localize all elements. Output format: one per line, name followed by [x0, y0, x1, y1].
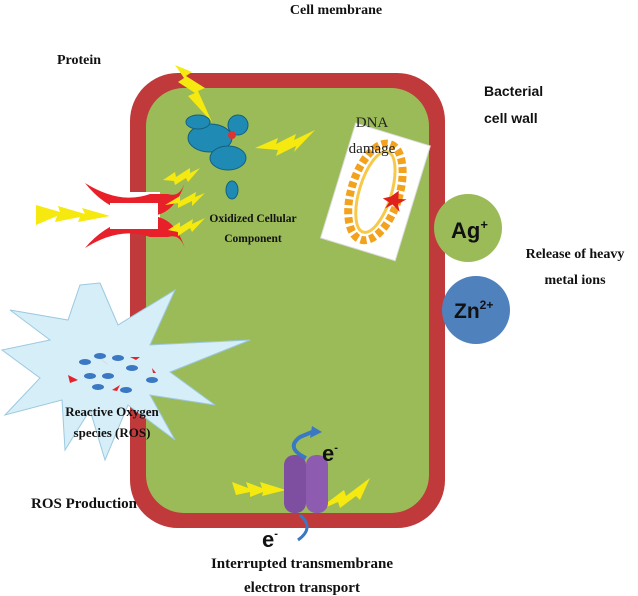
label-protein: Protein: [57, 53, 101, 68]
ros-burst: [0, 282, 251, 462]
label-transport-2: electron transport: [244, 580, 360, 596]
electron-arrow-out-icon: [291, 430, 313, 460]
bolt-icon: [255, 130, 315, 156]
silver-ion-symbol: Ag+: [451, 217, 488, 243]
label-oxidized-1: Oxidized Cellular: [209, 213, 296, 225]
zinc-ion: [442, 276, 510, 344]
bolt-icon: [165, 192, 205, 208]
label-ros-1: Reactive Oxygen: [65, 404, 159, 419]
silver-ion: [434, 194, 502, 262]
bolt-icon: [168, 218, 205, 236]
label-bacterial-cell-wall-1: Bacterial: [484, 83, 543, 99]
label-release-2: metal ions: [544, 273, 606, 288]
protein-structure-icon: [185, 114, 249, 200]
label-dna-damage-2: damage: [349, 141, 396, 157]
transmembrane-transporter-icon: [284, 455, 328, 513]
dna-damage-image: [319, 122, 431, 262]
electron-label-top: e-: [322, 441, 338, 466]
label-bacterial-cell-wall-2: cell wall: [484, 110, 538, 126]
label-dna-damage-1: DNA: [356, 115, 389, 131]
bolt-icon: [232, 482, 286, 497]
membrane-protein-channel-icon: [85, 182, 185, 249]
electron-label-bottom: e-: [262, 527, 278, 552]
ros-molecules-icon: [68, 353, 158, 393]
bolt-icon: [36, 205, 110, 225]
label-oxidized-2: Component: [224, 233, 282, 245]
electron-arrow-in-icon: [297, 513, 309, 542]
bolt-icon: [175, 65, 212, 122]
zinc-ion-symbol: Zn2+: [454, 298, 493, 323]
label-cell-membrane: Cell membrane: [290, 3, 382, 18]
label-ros-2: species (ROS): [74, 425, 151, 440]
label-transport-1: Interrupted transmembrane: [211, 556, 393, 572]
bolt-icon: [163, 168, 200, 185]
label-ros-production: ROS Production: [31, 496, 138, 512]
label-release-1: Release of heavy: [526, 247, 625, 262]
